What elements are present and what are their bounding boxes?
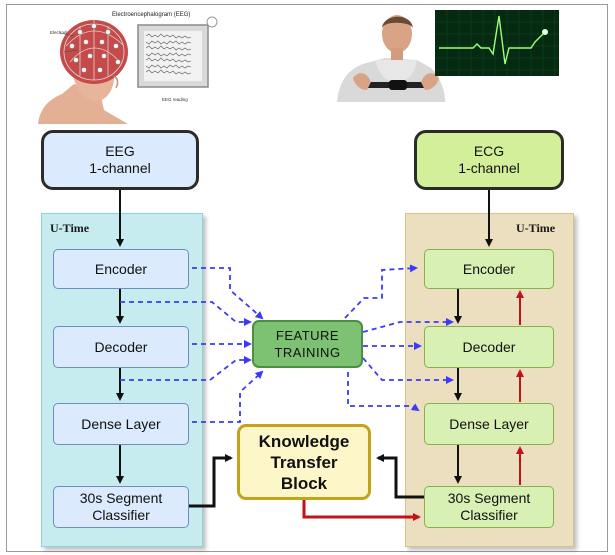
- ecg-illustration: [335, 8, 561, 102]
- eeg-source-line1: EEG: [105, 143, 135, 159]
- ecg-encoder-box: Encoder: [424, 249, 554, 289]
- eeg-label-electrodes: Electrodes: [50, 30, 72, 35]
- eeg-dense-layer-box: Dense Layer: [53, 403, 189, 445]
- ktb-output-arrow: [302, 500, 421, 521]
- eeg-classifier-line1: 30s Segment: [79, 490, 163, 506]
- eeg-decoder-box: Decoder: [53, 326, 189, 368]
- eeg-illustration: Electroencephalogram (EEG) Electrodes Br…: [30, 6, 230, 124]
- eeg-encoder-box: Encoder: [53, 249, 189, 289]
- ecg-decoder-box: Decoder: [424, 326, 554, 368]
- eeg-utime-label: U-Time: [50, 221, 90, 235]
- ktb-line3: Block: [280, 473, 328, 493]
- ecg-classifier-line1: 30s Segment: [447, 490, 531, 506]
- eeg-source-line2: 1-channel: [89, 160, 151, 176]
- ktb-line1: Knowledge: [258, 431, 350, 451]
- eeg-classifier-line2: Classifier: [92, 507, 150, 523]
- ecg-source-line2: 1-channel: [458, 160, 520, 176]
- ecg-dense-layer-box: Dense Layer: [424, 403, 554, 445]
- ecg-source-line1: ECG: [473, 143, 505, 159]
- ktb-line2: Transfer: [270, 452, 338, 472]
- eeg-monitor: [137, 16, 218, 88]
- eeg-head: [38, 20, 128, 124]
- ecg-flow-arrows: [454, 190, 493, 484]
- ecg-classifier-line2: Classifier: [460, 507, 518, 523]
- ecg-feature-arrows: [344, 264, 454, 412]
- feature-training-box: FEATURE TRAINING: [252, 320, 363, 368]
- feature-line1: FEATURE: [275, 328, 340, 343]
- ktb-input-arrows: [188, 454, 424, 508]
- eeg-feature-arrows: [120, 267, 264, 423]
- ecg-monitor: [435, 10, 559, 76]
- eeg-label-reading: EEG reading: [162, 97, 188, 102]
- feature-line2: TRAINING: [274, 345, 341, 360]
- eeg-image-title: Electroencephalogram (EEG): [112, 12, 190, 18]
- ecg-utime-label: U-Time: [516, 221, 556, 235]
- ecg-person: [337, 15, 445, 102]
